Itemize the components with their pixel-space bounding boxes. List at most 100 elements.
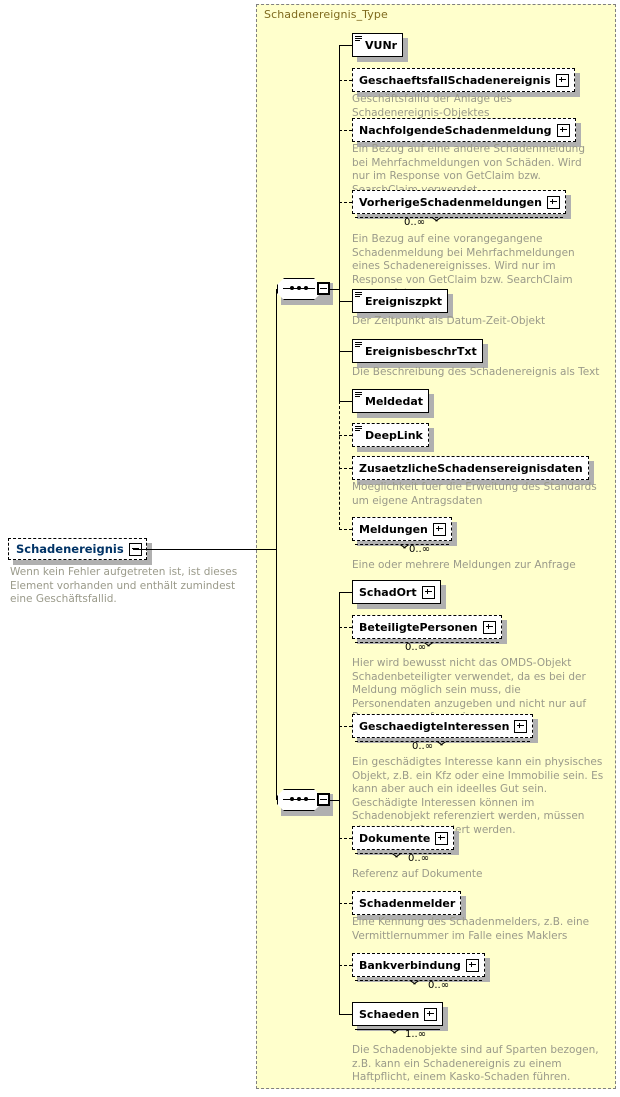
- element-vorherigeschadenmeldungen-body[interactable]: VorherigeSchadenmeldungen: [352, 190, 566, 214]
- repeat-arrow-icon: [400, 544, 409, 550]
- sequence-node-2[interactable]: [277, 789, 333, 816]
- element-beteiligtepersonen-body[interactable]: BeteiligtePersonen: [352, 615, 502, 639]
- element-meldungen-body[interactable]: Meldungen: [352, 517, 452, 541]
- element-geschaeftsfallschadenereignis-label: GeschaeftsfallSchadenereignis: [359, 73, 551, 87]
- element-deeplink-label: DeepLink: [365, 428, 423, 442]
- element-meldedat[interactable]: Meldedat: [352, 389, 435, 418]
- plus-icon[interactable]: [421, 585, 435, 599]
- element-schadort-label: SchadOrt: [359, 585, 417, 599]
- element-ereigniszpkt[interactable]: Ereigniszpkt: [352, 289, 454, 318]
- root-element-annotation: Wenn kein Fehler aufgetreten ist, ist di…: [10, 566, 238, 605]
- element-beteiligtepersonen[interactable]: BeteiligtePersonen: [352, 615, 507, 644]
- element-meldungen[interactable]: Meldungen: [352, 517, 457, 546]
- element-zusaetzlicheschadensereignisdaten[interactable]: ZusaetzlicheSchadensereignisdaten: [352, 456, 594, 485]
- annotation-schadenmelder: Eine Kennung des Schadenmelders, z.B. ei…: [352, 916, 590, 942]
- complex-type-title: Schadenereignis_Type: [264, 8, 388, 21]
- element-meldungen-label: Meldungen: [359, 522, 428, 536]
- element-ereignisbeschrtxt-label: EreignisbeschrTxt: [365, 344, 477, 358]
- repeat-arrow-icon: [392, 853, 401, 859]
- element-schadenmelder-body[interactable]: Schadenmelder: [352, 891, 462, 915]
- element-nachfolgendeschadenmeldung-label: NachfolgendeSchadenmeldung: [359, 123, 552, 137]
- element-schaeden-label: Schaeden: [359, 1007, 420, 1021]
- annotation-dokumente: Referenz auf Dokumente: [352, 868, 483, 880]
- cardinality-geschaedigteinteressen: 0..∞: [412, 741, 434, 752]
- root-element-body[interactable]: Schadenereignis: [8, 538, 147, 560]
- simple-type-icon: [355, 426, 362, 431]
- element-dokumente-label: Dokumente: [359, 831, 431, 845]
- annotation-geschaeftsfallschadenereignis: Geschäftsfallid der Anlage des Schadener…: [352, 93, 512, 119]
- repeat-marker: [355, 850, 452, 854]
- element-schadort-body[interactable]: SchadOrt: [352, 580, 441, 604]
- element-deeplink[interactable]: DeepLink: [352, 423, 434, 452]
- element-schaeden[interactable]: Schaeden: [352, 1002, 449, 1031]
- sequence-node-1[interactable]: [277, 278, 333, 305]
- plus-icon[interactable]: [435, 831, 449, 845]
- simple-type-icon: [355, 36, 362, 41]
- plus-icon[interactable]: [514, 719, 528, 733]
- plus-icon[interactable]: [432, 522, 446, 536]
- element-ereignisbeschrtxt[interactable]: EreignisbeschrTxt: [352, 339, 488, 368]
- plus-icon[interactable]: [556, 123, 570, 137]
- connector-schadort: [339, 592, 352, 593]
- element-geschaedigteinteressen-body[interactable]: GeschaedigteInteressen: [352, 714, 534, 738]
- plus-icon[interactable]: [424, 1007, 438, 1021]
- cardinality-schaeden: 1..∞: [405, 1029, 427, 1040]
- plus-icon[interactable]: [465, 958, 479, 972]
- repeat-arrow-icon: [437, 741, 446, 747]
- repeat-arrow-icon: [432, 217, 441, 223]
- element-bankverbindung[interactable]: Bankverbindung: [352, 953, 490, 982]
- element-vorherigeschadenmeldungen[interactable]: VorherigeSchadenmeldungen: [352, 190, 571, 219]
- root-element-schadenereignis[interactable]: Schadenereignis: [8, 538, 152, 565]
- connector-deeplink: [339, 435, 352, 436]
- element-dokumente[interactable]: Dokumente: [352, 826, 460, 855]
- element-nachfolgendeschadenmeldung-body[interactable]: NachfolgendeSchadenmeldung: [352, 118, 576, 142]
- plus-icon[interactable]: [482, 620, 496, 634]
- sequence-1-dots: [290, 286, 308, 291]
- element-ereigniszpkt-body[interactable]: Ereigniszpkt: [352, 289, 449, 313]
- element-nachfolgendeschadenmeldung[interactable]: NachfolgendeSchadenmeldung: [352, 118, 581, 147]
- element-dokumente-body[interactable]: Dokumente: [352, 826, 455, 850]
- plus-icon[interactable]: [555, 73, 569, 87]
- element-schadenmelder-label: Schadenmelder: [359, 896, 456, 910]
- repeat-arrow-icon: [410, 980, 419, 986]
- element-geschaedigteinteressen-label: GeschaedigteInteressen: [359, 719, 510, 733]
- element-vunr-body[interactable]: VUNr: [352, 33, 404, 57]
- element-deeplink-body[interactable]: DeepLink: [352, 423, 429, 447]
- annotation-meldungen: Eine oder mehrere Meldungen zur Anfrage: [352, 559, 576, 571]
- element-vunr[interactable]: VUNr: [352, 33, 409, 62]
- element-geschaedigteinteressen[interactable]: GeschaedigteInteressen: [352, 714, 539, 743]
- sequence-1-minus-icon[interactable]: [317, 282, 330, 295]
- sequence-2-minus-icon[interactable]: [317, 793, 330, 806]
- connector-meldungen: [339, 529, 352, 530]
- connector-bankverbindung: [339, 965, 352, 966]
- element-schadenmelder[interactable]: Schadenmelder: [352, 891, 467, 920]
- cardinality-vorherigeschadenmeldungen: 0..∞: [404, 217, 426, 228]
- connector-seq1-branch: [330, 289, 340, 290]
- element-bankverbindung-body[interactable]: Bankverbindung: [352, 953, 485, 977]
- element-schaeden-body[interactable]: Schaeden: [352, 1002, 444, 1026]
- branch-rail-2-solid: [339, 592, 340, 1015]
- connector-schaeden: [339, 1014, 352, 1015]
- element-zusaetzlicheschadensereignisdaten-body[interactable]: ZusaetzlicheSchadensereignisdaten: [352, 456, 589, 480]
- element-schadort[interactable]: SchadOrt: [352, 580, 446, 609]
- connector-nachfolgendeschadenmeldung: [339, 130, 352, 131]
- root-element-label: Schadenereignis: [16, 541, 124, 556]
- connector-beteiligtepersonen: [339, 627, 352, 628]
- annotation-geschaedigteinteressen: Ein geschädigtes Interesse kann ein phys…: [352, 756, 604, 836]
- element-geschaeftsfallschadenereignis[interactable]: GeschaeftsfallSchadenereignis: [352, 68, 580, 97]
- plus-icon[interactable]: [546, 195, 560, 209]
- element-ereignisbeschrtxt-body[interactable]: EreignisbeschrTxt: [352, 339, 483, 363]
- element-geschaeftsfallschadenereignis-body[interactable]: GeschaeftsfallSchadenereignis: [352, 68, 575, 92]
- element-meldedat-body[interactable]: Meldedat: [352, 389, 430, 413]
- simple-type-icon: [355, 342, 362, 347]
- connector-dokumente: [339, 838, 352, 839]
- connector-trunk-vertical: [276, 289, 277, 800]
- repeat-arrow-icon: [390, 1029, 399, 1035]
- annotation-schaeden: Die Schadenobjekte sind auf Sparten bezo…: [352, 1044, 599, 1083]
- connector-geschaeftsfallschadenereignis: [339, 80, 352, 81]
- connector-vunr: [339, 45, 352, 46]
- connector-vorherigeschadenmeldungen: [339, 202, 352, 203]
- element-ereigniszpkt-label: Ereigniszpkt: [365, 294, 443, 308]
- cardinality-beteiligtepersonen: 0..∞: [405, 642, 427, 653]
